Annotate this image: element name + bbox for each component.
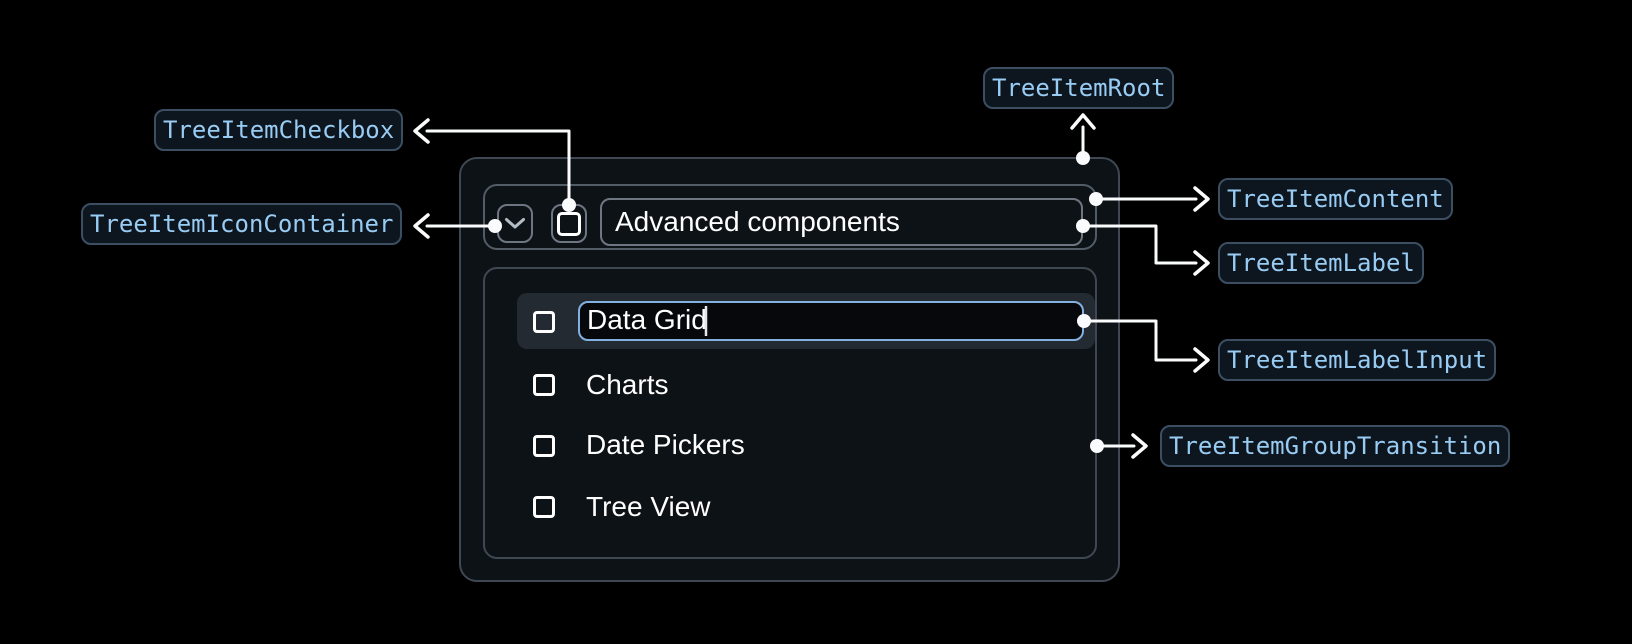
arrow-right-icon bbox=[1193, 347, 1210, 373]
tree-row-editing[interactable] bbox=[517, 293, 1095, 349]
arrow-left-icon bbox=[413, 118, 430, 144]
checkbox-unchecked-icon bbox=[557, 211, 581, 236]
tree-item-label-input[interactable] bbox=[578, 301, 1084, 341]
tree-item-label[interactable]: Tree View bbox=[586, 491, 711, 522]
badge-tree-item-label: TreeItemLabel bbox=[1218, 242, 1424, 284]
badge-tree-item-checkbox: TreeItemCheckbox bbox=[154, 109, 404, 151]
checkbox-unchecked-icon[interactable] bbox=[533, 435, 555, 457]
tree-item-root: Advanced components Charts Date Pickers … bbox=[459, 157, 1120, 582]
tree-item-icon-container[interactable] bbox=[497, 204, 533, 243]
chevron-down-icon bbox=[505, 218, 525, 229]
badge-tree-item-icon-container: TreeItemIconContainer bbox=[81, 203, 403, 245]
tree-item-content[interactable]: Advanced components bbox=[483, 184, 1097, 250]
badge-tree-item-root: TreeItemRoot bbox=[983, 67, 1175, 109]
badge-tree-item-label-input: TreeItemLabelInput bbox=[1218, 339, 1497, 381]
checkbox-unchecked-icon[interactable] bbox=[533, 374, 555, 396]
badge-tree-item-content: TreeItemContent bbox=[1218, 178, 1453, 220]
arrow-right-icon bbox=[1193, 250, 1210, 276]
tree-item-label[interactable]: Date Pickers bbox=[586, 429, 745, 460]
arrow-right-icon bbox=[1193, 186, 1210, 212]
tree-item-group-transition: Charts Date Pickers Tree View bbox=[483, 267, 1097, 559]
checkbox-unchecked-icon[interactable] bbox=[533, 311, 555, 333]
arrow-right-icon bbox=[1131, 433, 1148, 459]
tree-item-checkbox[interactable] bbox=[551, 204, 587, 243]
arrow-up-icon bbox=[1070, 113, 1096, 130]
parent-item-label: Advanced components bbox=[615, 206, 900, 237]
tree-item-label[interactable]: Advanced components bbox=[600, 198, 1083, 246]
tree-item-label[interactable]: Charts bbox=[586, 369, 669, 400]
checkbox-unchecked-icon[interactable] bbox=[533, 496, 555, 518]
badge-tree-item-group-transition: TreeItemGroupTransition bbox=[1160, 425, 1511, 467]
arrow-left-icon bbox=[413, 213, 430, 239]
